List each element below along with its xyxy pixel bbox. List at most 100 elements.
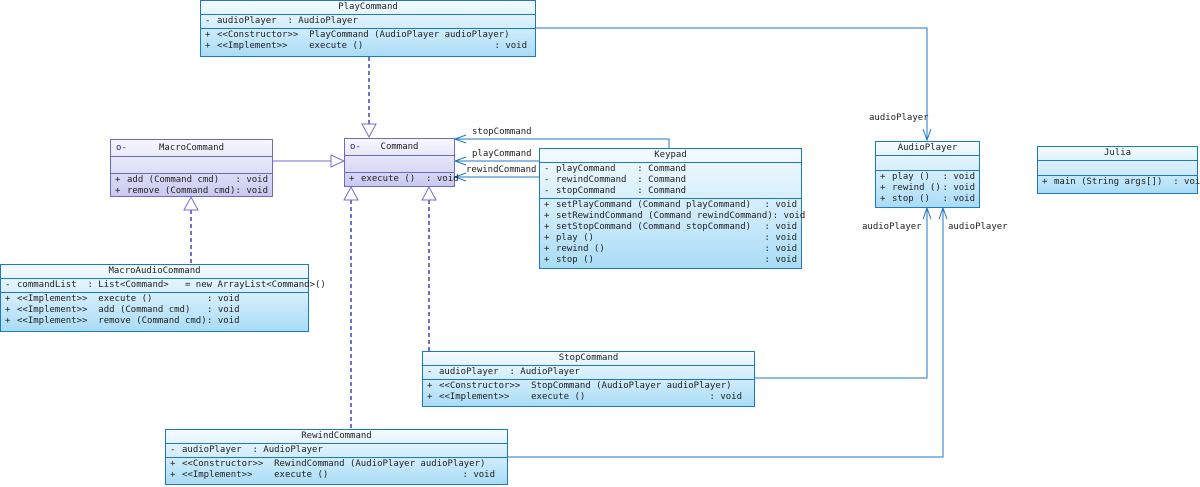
return-type: : void (207, 305, 240, 315)
operation-row: +<<Implement>> remove (Command cmd): voi… (5, 316, 304, 327)
operations-section: +play (): void +rewind (): void +stop ()… (876, 171, 979, 206)
class-command[interactable]: o- Command + execute () : void (344, 138, 459, 187)
return-type: : void (207, 294, 240, 304)
class-name: Command (380, 142, 419, 152)
operation-text: <<Constructor>> StopCommand (AudioPlayer… (439, 381, 732, 391)
return-type: : void (709, 392, 742, 402)
visibility: - (5, 280, 11, 290)
attribute-text: commandList : List<Command> = new ArrayL… (17, 280, 326, 290)
operation-text: play () (556, 233, 594, 243)
operation-row: + setRewindCommand (Command rewindCommand… (544, 211, 805, 222)
class-rewindcommand[interactable]: RewindCommand -audioPlayer : AudioPlayer… (165, 429, 508, 485)
class-name: Julia (1038, 147, 1197, 161)
visibility: + (5, 316, 11, 326)
operation-row: +<<Implement>> execute (): void (427, 392, 750, 403)
attribute-row: -playCommand : Command (544, 164, 797, 175)
attribute-text: audioPlayer : AudioPlayer (182, 445, 323, 455)
operations-section: +main (String args[]) : void (1038, 176, 1200, 189)
class-name: RewindCommand (166, 430, 507, 444)
class-audioplayer[interactable]: AudioPlayer +play (): void +rewind (): v… (875, 141, 980, 208)
operation-text: <<Constructor>> RewindCommand (AudioPlay… (182, 459, 486, 469)
operation-row: +remove (Command cmd): void (115, 186, 268, 197)
visibility: + (5, 294, 11, 304)
class-header: o- MacroCommand (111, 140, 272, 157)
visibility: - (544, 186, 550, 196)
attributes-section: -audioPlayer : AudioPlayer (423, 366, 754, 380)
realization-stop-to-command (421, 185, 437, 351)
visibility: + (544, 211, 550, 221)
visibility: + (544, 244, 550, 254)
operation-text: <<Implement>> execute () (17, 294, 153, 304)
operation-text: setPlayCommand (Command playCommand) (556, 200, 752, 210)
operation-text: <<Constructor>> PlayCommand (AudioPlayer… (217, 30, 510, 40)
operation-text: execute () : void (361, 174, 459, 184)
class-playcommand[interactable]: PlayCommand -audioPlayer : AudioPlayer +… (200, 0, 536, 57)
class-julia[interactable]: Julia +main (String args[]) : void (1037, 146, 1200, 194)
class-header: o- Command (345, 139, 454, 156)
attribute-text: rewindCommand : Command (556, 175, 687, 185)
attributes-section (345, 156, 454, 173)
class-macroaudiocommand[interactable]: MacroAudioCommand -commandList : List<Co… (0, 264, 326, 332)
visibility: + (170, 459, 176, 469)
operation-text: <<Implement>> add (Command cmd) (17, 305, 191, 315)
realization-macroaudio-to-macro (183, 195, 199, 264)
visibility: + (349, 174, 355, 184)
class-keypad[interactable]: Keypad -playCommand : Command -rewindCom… (539, 148, 805, 269)
operation-text: stop () (556, 255, 594, 265)
visibility: + (205, 41, 211, 51)
operation-row: + <<Implement>> execute () : void (5, 294, 304, 305)
operation-row: +<<Implement>> add (Command cmd): void (5, 305, 304, 316)
operation-row: + <<Constructor>> StopCommand (AudioPlaye… (427, 381, 750, 392)
return-type: : void (764, 222, 797, 232)
operations-section: + add (Command cmd) : void +remove (Comman… (111, 174, 272, 198)
attribute-row: -audioPlayer : AudioPlayer (170, 445, 503, 456)
operation-row: +setPlayCommand (Command playCommand): v… (544, 200, 797, 211)
attribute-row: -rewindCommand : Command (544, 175, 797, 186)
role-label-audioplayer-top: audioPlayer (869, 113, 929, 123)
operations-section: + setPlayCommand (Command playCommand) : v… (540, 199, 805, 267)
interface-icon: o- (350, 142, 361, 152)
visibility: + (427, 381, 433, 391)
realization-rewind-to-command (343, 185, 359, 429)
operation-row: +<<Implement>> execute (): void (170, 470, 503, 481)
operation-text: <<Implement>> execute () (182, 470, 329, 480)
visibility: + (1042, 177, 1048, 187)
visibility: + (880, 183, 886, 193)
class-stopcommand[interactable]: StopCommand -audioPlayer : AudioPlayer +… (422, 351, 755, 407)
visibility: - (427, 367, 433, 377)
class-name: MacroCommand (158, 143, 225, 153)
class-name: MacroAudioCommand (1, 265, 308, 279)
visibility: - (544, 175, 550, 185)
attributes-section (876, 156, 979, 171)
operation-row: +<<Constructor>> PlayCommand (AudioPlaye… (205, 30, 531, 41)
attribute-text: stopCommand : Command (556, 186, 687, 196)
visibility: + (115, 186, 121, 196)
return-type: : void (764, 255, 797, 265)
attributes-section: -audioPlayer : AudioPlayer (201, 15, 535, 29)
operation-text: <<Implement>> execute () (217, 41, 364, 51)
role-label-audioplayer-stop: audioPlayer (862, 222, 922, 232)
operation-text: setRewindCommand (Command rewindCommand) (556, 211, 773, 221)
attributes-section: -commandList : List<Command> = new Array… (1, 279, 326, 293)
return-type: : void (764, 200, 797, 210)
operation-row: +play (): void (544, 233, 797, 244)
attribute-text: audioPlayer : AudioPlayer (439, 367, 580, 377)
operation-text: add (Command cmd) (127, 175, 220, 185)
operations-section: + <<Constructor>> RewindCommand (AudioPla… (166, 458, 507, 482)
attribute-text: audioPlayer : AudioPlayer (217, 16, 358, 26)
visibility: + (544, 222, 550, 232)
operation-text: play () (892, 172, 930, 182)
operation-text: rewind () (556, 244, 605, 254)
class-macrocommand[interactable]: o- MacroCommand + add (Command cmd) : void… (110, 139, 273, 197)
return-type: : void (235, 175, 268, 185)
visibility: + (544, 255, 550, 265)
visibility: + (880, 172, 886, 182)
visibility: - (170, 445, 176, 455)
attribute-row: -stopCommand : Command (544, 186, 797, 197)
return-type: : void (764, 244, 797, 254)
operations-section: + <<Constructor>> StopCommand (AudioPlaye… (423, 380, 754, 404)
return-type: : void (942, 194, 975, 204)
operation-row: +add (Command cmd): void (115, 175, 268, 186)
return-type: : void (494, 41, 527, 51)
operation-row: + stop () : void (544, 255, 797, 266)
